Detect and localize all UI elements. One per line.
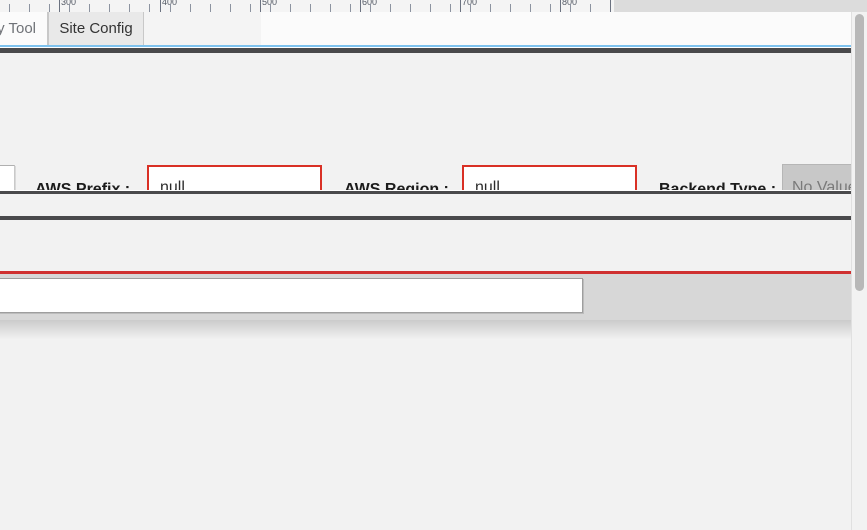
- panel-strip-1: [0, 194, 852, 216]
- ruler-label-400: 400: [162, 0, 177, 7]
- ruler-tick: [89, 4, 90, 12]
- ruler-tick: [490, 4, 491, 12]
- ruler-tick-major: [360, 0, 361, 12]
- search-input[interactable]: [0, 278, 583, 313]
- ruler-tick: [49, 4, 50, 12]
- tab-site-config[interactable]: Site Config: [48, 12, 144, 45]
- tab-query-tool-label: y Tool: [0, 20, 36, 37]
- ruler-track: [0, 0, 614, 12]
- ruler-tick: [430, 4, 431, 12]
- vertical-scrollbar[interactable]: [851, 12, 867, 530]
- ruler-tick: [450, 4, 451, 12]
- ruler-tick: [510, 4, 511, 12]
- ruler-tick: [69, 4, 70, 12]
- ruler-tick: [210, 4, 211, 12]
- ruler-tick: [109, 4, 110, 12]
- ruler-tick: [310, 4, 311, 12]
- ruler-tick: [470, 4, 471, 12]
- tab-site-config-label: Site Config: [59, 20, 133, 37]
- ruler-tick: [290, 4, 291, 12]
- ruler-label-600: 600: [362, 0, 377, 7]
- section-separator-1: [0, 190, 852, 195]
- panel-strip-2: [0, 220, 852, 271]
- ruler-tick: [370, 4, 371, 12]
- top-separator: [0, 47, 852, 53]
- ruler-tick: [190, 4, 191, 12]
- lower-region: i: [0, 320, 852, 530]
- section-separator-2: [0, 216, 852, 220]
- ruler-tick: [330, 4, 331, 12]
- ruler-tick: [570, 4, 571, 12]
- toolbar-band: [0, 274, 852, 320]
- ruler-tick: [250, 4, 251, 12]
- tab-query-tool[interactable]: y Tool: [0, 12, 48, 45]
- ruler-tick: [390, 4, 391, 12]
- ruler-tick: [9, 4, 10, 12]
- ruler-tick: [350, 4, 351, 12]
- ruler-label-500: 500: [262, 0, 277, 7]
- ruler-tick: [590, 4, 591, 12]
- content-area: AWS Prefix : null AWS Region : null Back…: [0, 47, 852, 530]
- ruler-tick: [149, 4, 150, 12]
- ruler-inactive-region: [614, 0, 867, 12]
- ruler: 300 400 500 600 700 800: [0, 0, 867, 12]
- ruler-tick: [230, 4, 231, 12]
- ruler-tick-major: [560, 0, 561, 12]
- ruler-tick-major: [610, 0, 611, 12]
- ruler-tick: [410, 4, 411, 12]
- ruler-tick-major: [260, 0, 261, 12]
- ruler-tick: [129, 4, 130, 12]
- ruler-tick: [29, 4, 30, 12]
- ruler-tick: [170, 4, 171, 12]
- ruler-tick-major: [460, 0, 461, 12]
- vertical-scrollbar-thumb[interactable]: [855, 14, 864, 291]
- tab-bar: y Tool Site Config: [0, 12, 867, 47]
- tab-bar-filler: [261, 12, 852, 45]
- lower-shadow: [0, 320, 852, 340]
- form-row: AWS Prefix : null AWS Region : null Back…: [0, 53, 852, 211]
- ruler-label-700: 700: [462, 0, 477, 7]
- ruler-tick-major: [160, 0, 161, 12]
- ruler-label-800: 800: [562, 0, 577, 7]
- ruler-label-300: 300: [61, 0, 76, 7]
- ruler-tick: [530, 4, 531, 12]
- ruler-tick-major: [59, 0, 60, 12]
- ruler-tick: [270, 4, 271, 12]
- ruler-tick: [550, 4, 551, 12]
- red-separator: [0, 271, 852, 274]
